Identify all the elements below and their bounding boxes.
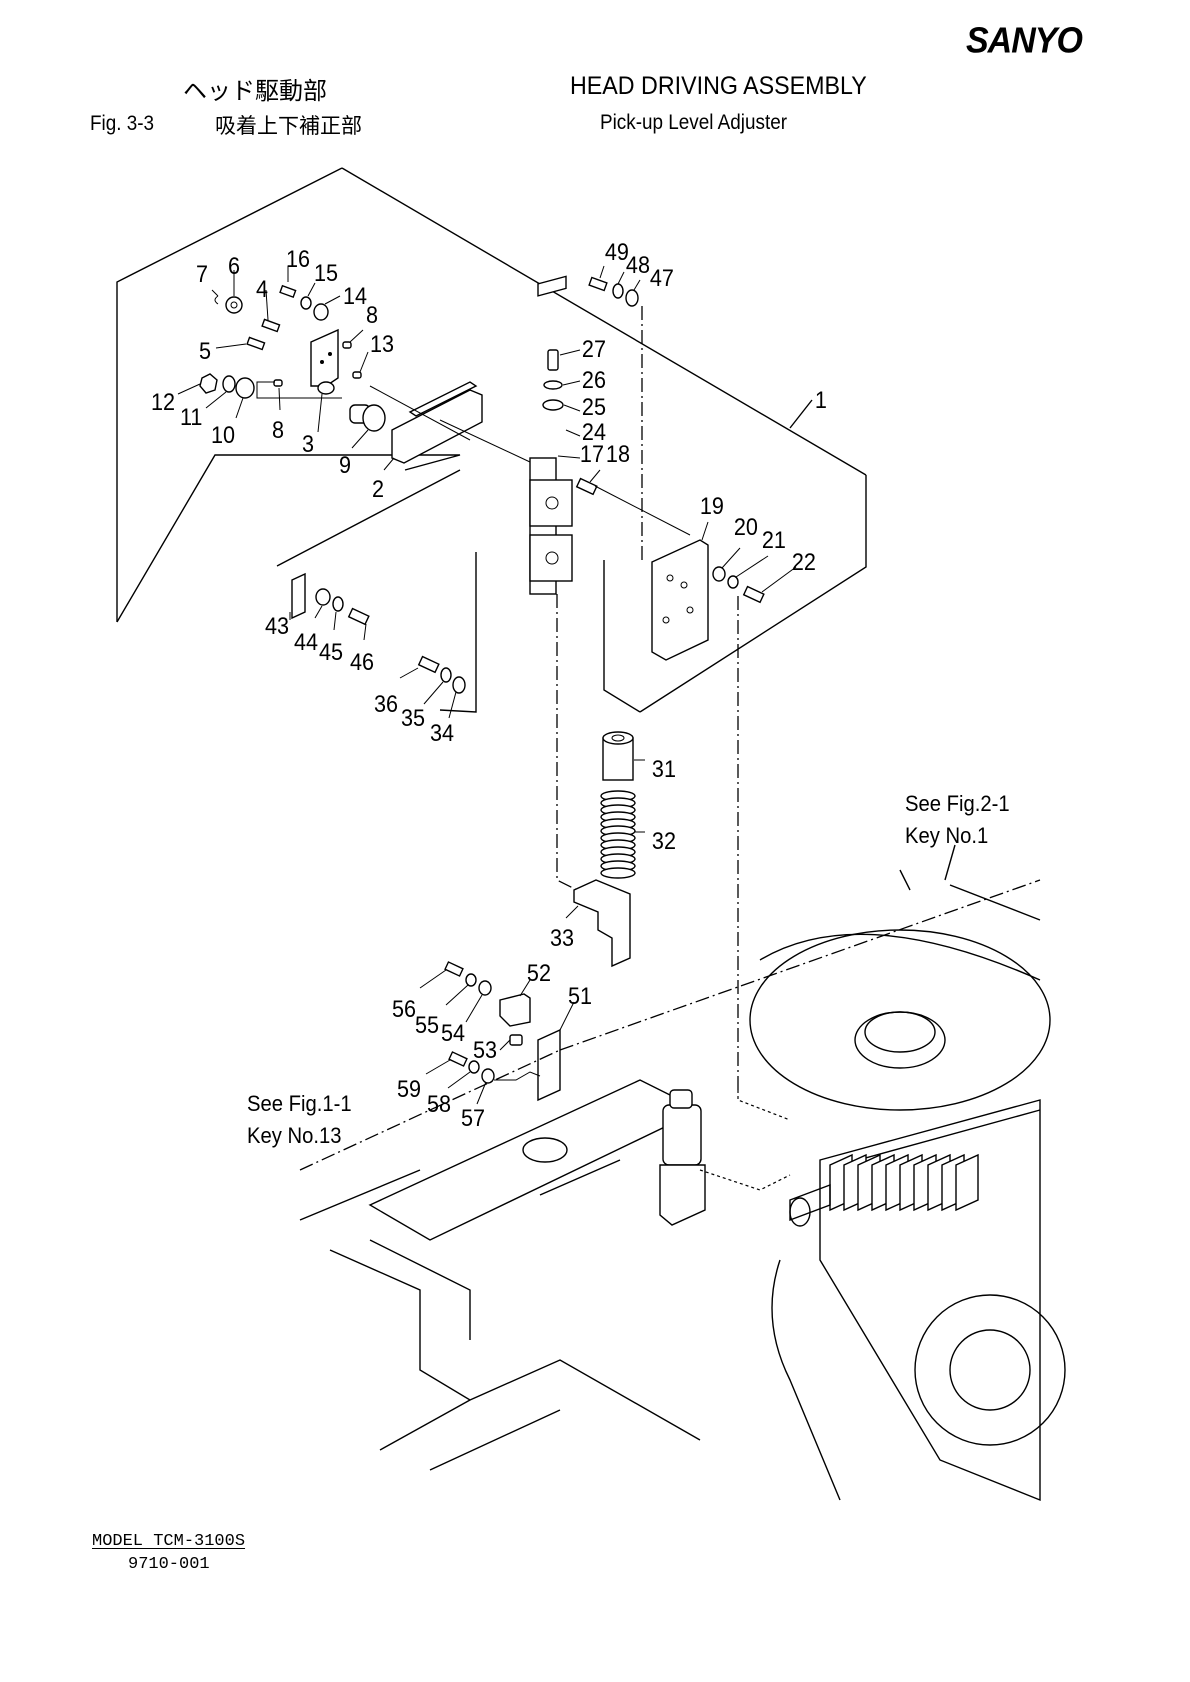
spring-coil <box>600 867 636 879</box>
part-key-14: 14 <box>343 282 367 309</box>
part-key-21: 21 <box>762 526 786 553</box>
part-key-8: 8 <box>366 301 378 328</box>
heatsink-fin <box>955 1153 979 1212</box>
screw-set-47-49 <box>588 265 643 560</box>
part-key-6: 6 <box>228 252 240 279</box>
part-key-1: 1 <box>815 386 827 413</box>
part-key-9: 9 <box>339 451 351 478</box>
assembly-boundary <box>116 167 867 713</box>
figure-number: Fig. 3-3 <box>90 112 155 135</box>
part-key-19: 19 <box>700 492 724 519</box>
callout-fig2-line1: See Fig.2-1 <box>905 791 1010 816</box>
document-number: 9710-001 <box>128 1555 210 1574</box>
part-key-49: 49 <box>605 238 629 265</box>
part-key-16: 16 <box>286 245 310 272</box>
part-key-56: 56 <box>392 995 416 1022</box>
bracket-43-assembly <box>289 572 370 641</box>
part-key-45: 45 <box>319 638 343 665</box>
sleeve-spring-block <box>565 731 645 968</box>
part-key-12: 12 <box>151 388 175 415</box>
part-key-4: 4 <box>256 275 268 302</box>
part-key-57: 57 <box>461 1104 485 1131</box>
part-key-8: 8 <box>272 416 284 443</box>
part-key-52: 52 <box>527 959 551 986</box>
screw-set-34-36 <box>399 655 466 719</box>
model-number: MODEL TCM-3100S <box>92 1532 246 1551</box>
leaders-upper-left <box>177 266 471 471</box>
callout-fig1-line1: See Fig.1-1 <box>247 1091 352 1116</box>
part-key-46: 46 <box>350 648 374 675</box>
part-key-43: 43 <box>265 612 289 639</box>
leader-1 <box>789 399 813 429</box>
part-key-7: 7 <box>196 260 208 287</box>
part-key-25: 25 <box>582 393 606 420</box>
part-key-20: 20 <box>734 513 758 540</box>
part-key-17: 17 <box>580 440 604 467</box>
part-key-26: 26 <box>582 366 606 393</box>
part-key-58: 58 <box>427 1090 451 1117</box>
part-key-34: 34 <box>430 719 454 746</box>
part-key-10: 10 <box>211 421 235 448</box>
part-key-18: 18 <box>606 440 630 467</box>
title-japanese: ヘッド駆動部 <box>183 77 327 105</box>
part-key-51: 51 <box>568 982 592 1009</box>
callout-see-fig-1-1: See Fig.1-1 Key No.13 <box>247 1088 352 1152</box>
part-key-53: 53 <box>473 1036 497 1063</box>
callout-fig2-line2: Key No.1 <box>905 823 989 848</box>
part-key-33: 33 <box>550 924 574 951</box>
part-key-54: 54 <box>441 1019 465 1046</box>
assembly-line-17-33 <box>556 594 578 891</box>
title-english: HEAD DRIVING ASSEMBLY <box>570 72 867 100</box>
callout-fig1-line2: Key No.13 <box>247 1123 342 1148</box>
sanyo-logo: SANYO <box>966 21 1083 61</box>
callout-see-fig-2-1: See Fig.2-1 Key No.1 <box>905 788 1010 852</box>
subtitle-english: Pick-up Level Adjuster <box>600 111 788 134</box>
part-key-44: 44 <box>294 628 318 655</box>
part-key-36: 36 <box>374 690 398 717</box>
part-key-2: 2 <box>372 475 384 502</box>
part-key-15: 15 <box>314 259 338 286</box>
plate-19-assembly <box>651 521 797 1090</box>
part-key-22: 22 <box>792 548 816 575</box>
part-key-5: 5 <box>199 337 211 364</box>
bracket-assembly-upper-left <box>199 284 483 464</box>
part-key-59: 59 <box>397 1075 421 1102</box>
part-key-32: 32 <box>652 827 676 854</box>
part-key-47: 47 <box>650 264 674 291</box>
part-key-11: 11 <box>180 403 202 430</box>
part-key-24: 24 <box>582 418 606 445</box>
part-key-3: 3 <box>302 430 314 457</box>
center-column-parts <box>529 275 598 595</box>
subtitle-japanese: 吸着上下補正部 <box>215 114 362 138</box>
part-key-48: 48 <box>626 251 650 278</box>
part-key-13: 13 <box>370 330 394 357</box>
machine-base-outline <box>299 844 1066 1502</box>
sensor-bracket-assembly <box>419 961 575 1105</box>
part-key-55: 55 <box>415 1011 439 1038</box>
part-key-31: 31 <box>652 755 676 782</box>
part-key-27: 27 <box>582 335 606 362</box>
part-key-35: 35 <box>401 704 425 731</box>
